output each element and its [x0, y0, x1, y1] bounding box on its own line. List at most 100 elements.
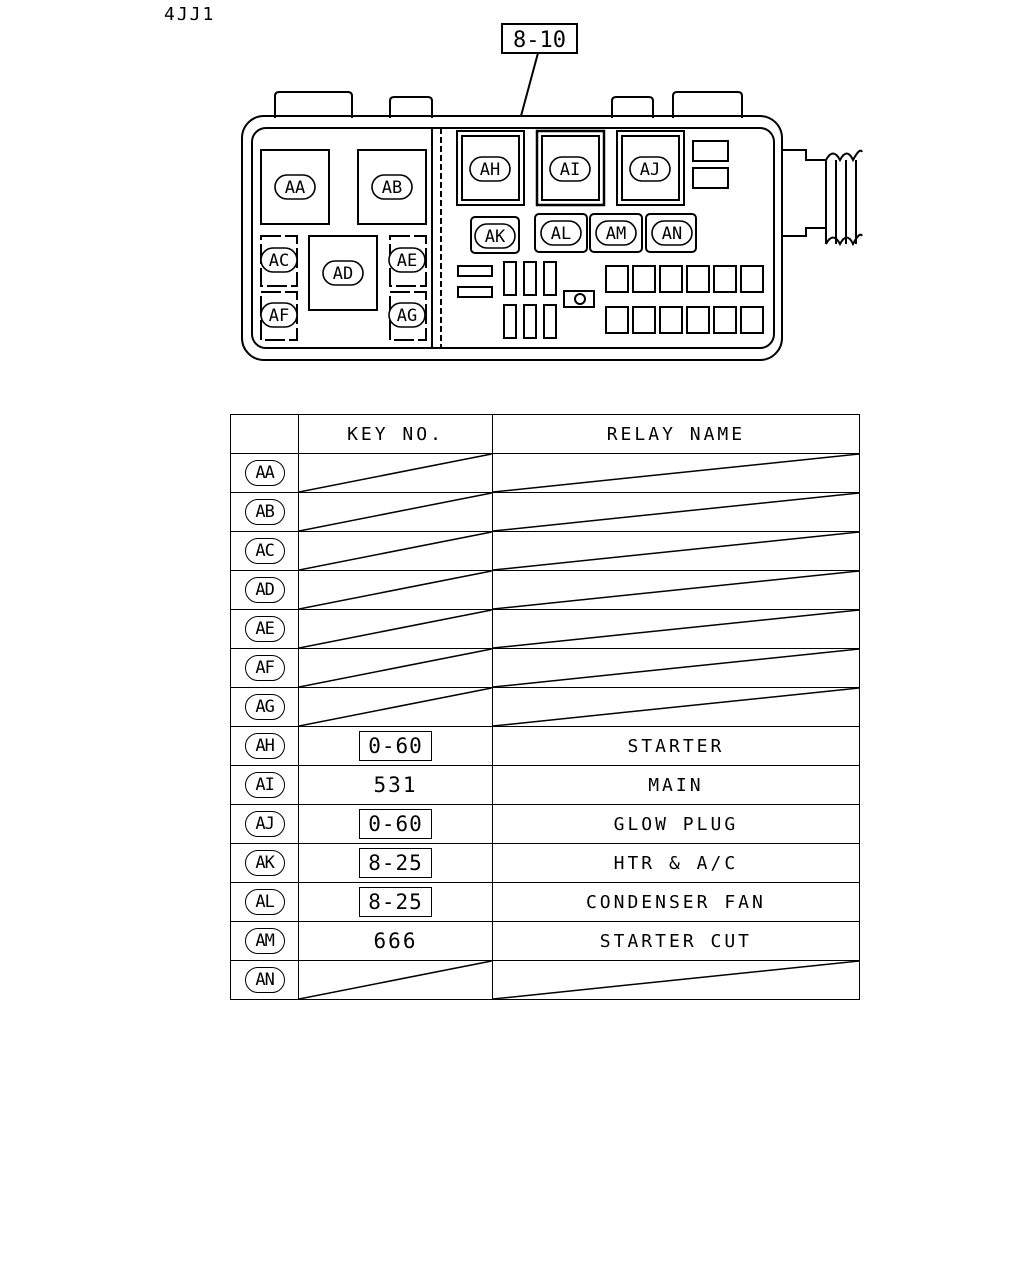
- slot-label-ad: AD: [322, 260, 364, 286]
- slot-label-ab: AB: [371, 174, 413, 200]
- row-id-cell: AC: [229, 531, 300, 571]
- table-header-row: KEY NO. RELAY NAME: [229, 414, 861, 454]
- row-id-label: AN: [244, 967, 285, 993]
- row-id-cell: AF: [229, 648, 300, 688]
- relay-name-cell: [491, 492, 861, 532]
- empty-slash: [299, 454, 492, 492]
- key-no-value: 666: [373, 929, 418, 953]
- row-id-cell: AK: [229, 843, 300, 883]
- key-no-cell: [298, 687, 493, 727]
- slot-label-aa: AA: [274, 174, 316, 200]
- empty-slash: [299, 961, 492, 999]
- slot-label-an: AN: [651, 220, 693, 246]
- key-no-cell: 0-60: [298, 726, 493, 766]
- relay-name-cell: STARTER: [491, 726, 861, 766]
- table-row: AF: [229, 648, 861, 688]
- svg-text:AD: AD: [333, 264, 353, 284]
- row-id-cell: AD: [229, 570, 300, 610]
- row-id-label: AB: [244, 499, 285, 525]
- row-id-label: AH: [244, 733, 285, 759]
- table-row: AE: [229, 609, 861, 649]
- key-no-value: 0-60: [359, 809, 432, 839]
- relay-name-value: MAIN: [648, 774, 704, 796]
- key-no-value: 8-25: [359, 848, 432, 878]
- svg-text:AF: AF: [269, 306, 289, 326]
- slot-label-ac: AC: [260, 247, 298, 273]
- svg-text:AC: AC: [269, 251, 289, 271]
- relay-name-cell: GLOW PLUG: [491, 804, 861, 844]
- row-id-cell: AE: [229, 609, 300, 649]
- relay-name-cell: MAIN: [491, 765, 861, 805]
- slot-label-ai: AI: [549, 156, 591, 182]
- row-id-cell: AI: [229, 765, 300, 805]
- svg-text:AL: AL: [551, 224, 571, 244]
- row-id-label: AK: [244, 850, 285, 876]
- key-no-value: 0-60: [359, 731, 432, 761]
- key-no-cell: [298, 492, 493, 532]
- slot-label-aj: AJ: [629, 156, 671, 182]
- top-tab: [389, 96, 433, 118]
- row-id-label: AJ: [244, 811, 285, 837]
- relay-name-cell: [491, 960, 861, 1000]
- relay-name-cell: STARTER CUT: [491, 921, 861, 961]
- row-id-label: AA: [244, 460, 285, 486]
- header-key-no: KEY NO.: [298, 414, 493, 454]
- svg-text:AA: AA: [285, 178, 305, 198]
- relay-name-cell: [491, 570, 861, 610]
- relay-name-value: STARTER CUT: [599, 930, 753, 952]
- svg-text:AN: AN: [662, 224, 682, 244]
- empty-slash: [299, 649, 492, 687]
- table-row: AH 0-60 STARTER: [229, 726, 861, 766]
- empty-slash: [493, 649, 859, 687]
- svg-text:AG: AG: [397, 306, 417, 326]
- svg-text:AE: AE: [397, 251, 417, 271]
- key-no-value: 531: [373, 773, 418, 797]
- slot-label-al: AL: [540, 220, 582, 246]
- top-tab: [274, 91, 353, 118]
- relay-name-cell: [491, 453, 861, 493]
- relay-name-cell: [491, 609, 861, 649]
- svg-text:AJ: AJ: [640, 160, 660, 180]
- key-no-cell: [298, 609, 493, 649]
- empty-slash: [299, 688, 492, 726]
- slot-label-ak: AK: [474, 223, 516, 249]
- relay-name-value: HTR & A/C: [613, 852, 739, 874]
- table-row: AJ 0-60 GLOW PLUG: [229, 804, 861, 844]
- slot-label-ae: AE: [388, 247, 426, 273]
- table-row: AI 531 MAIN: [229, 765, 861, 805]
- slot-label-ah: AH: [469, 156, 511, 182]
- table-row: AD: [229, 570, 861, 610]
- relay-name-cell: [491, 648, 861, 688]
- relay-name-cell: HTR & A/C: [491, 843, 861, 883]
- top-tab: [672, 91, 743, 118]
- table-row: AK 8-25 HTR & A/C: [229, 843, 861, 883]
- empty-slash: [299, 571, 492, 609]
- header-relay-name: RELAY NAME: [491, 414, 861, 454]
- row-id-label: AE: [244, 616, 285, 642]
- table-row: AC: [229, 531, 861, 571]
- callout-box: [501, 23, 578, 54]
- key-no-value: 8-25: [359, 887, 432, 917]
- key-no-cell: [298, 648, 493, 688]
- empty-slash: [493, 454, 859, 492]
- callout-leader: [520, 52, 539, 117]
- table-row: AB: [229, 492, 861, 532]
- empty-slash: [493, 571, 859, 609]
- relay-name-value: CONDENSER FAN: [585, 891, 766, 913]
- empty-slash: [299, 493, 492, 531]
- empty-slash: [299, 532, 492, 570]
- model-label: 4JJ1: [164, 4, 216, 25]
- svg-text:AB: AB: [382, 178, 402, 198]
- relay-name-cell: [491, 531, 861, 571]
- row-id-label: AG: [244, 694, 285, 720]
- empty-slash: [299, 610, 492, 648]
- row-id-label: AI: [244, 772, 285, 798]
- housing-inner: [251, 127, 775, 349]
- fuse-grid: [605, 265, 764, 334]
- key-no-cell: [298, 453, 493, 493]
- key-no-cell: [298, 570, 493, 610]
- relay-name-cell: CONDENSER FAN: [491, 882, 861, 922]
